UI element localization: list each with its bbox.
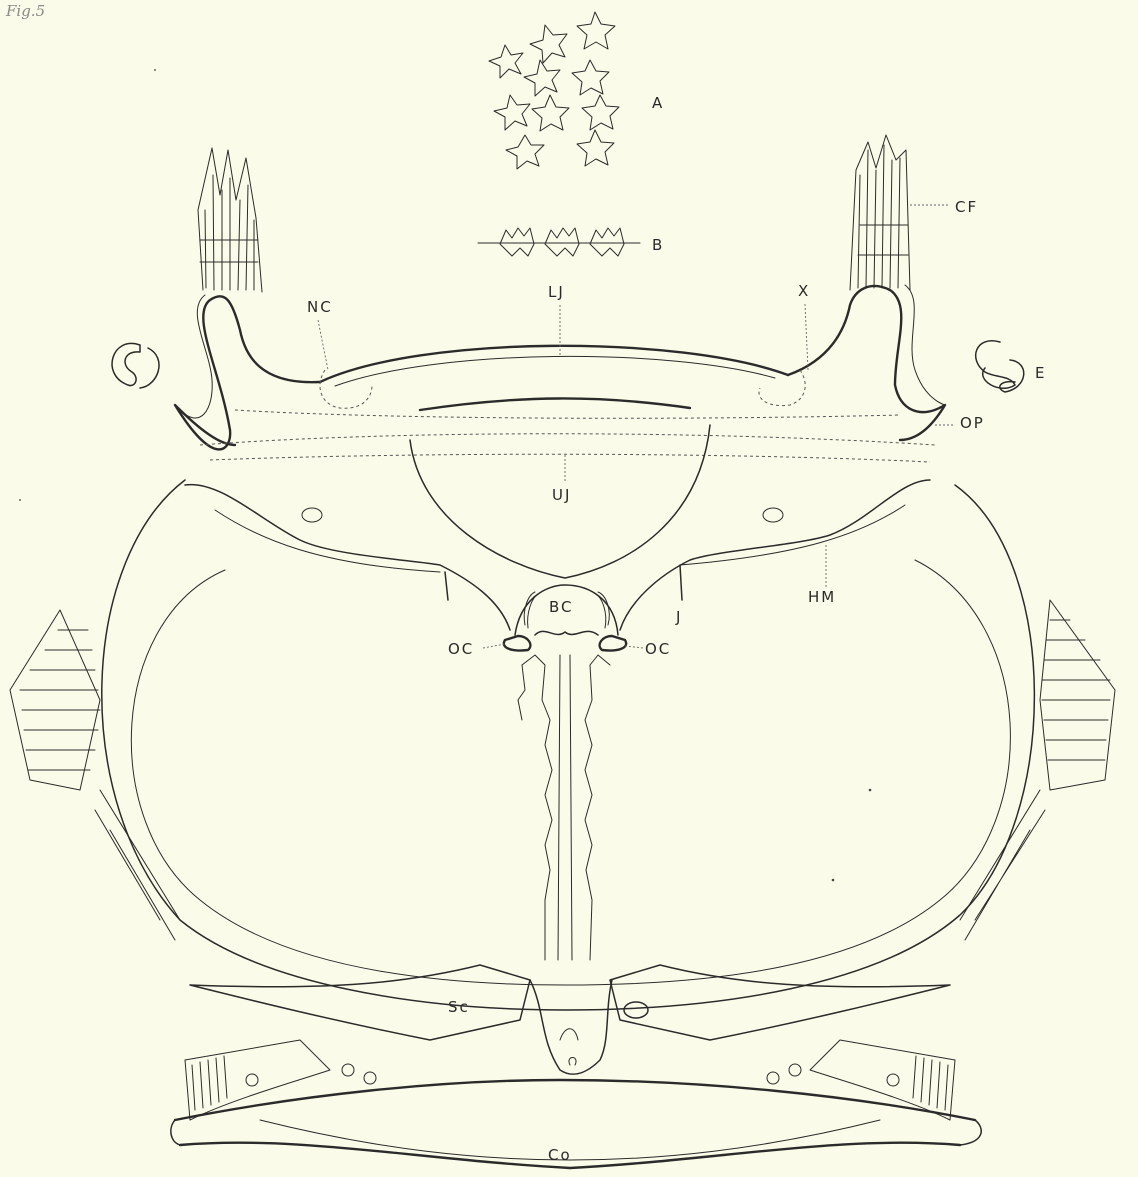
label-sc: Sc (448, 998, 470, 1016)
left-joint-line (445, 572, 448, 600)
stellate-scales-cluster (489, 12, 619, 169)
left-girdle-fan (185, 1040, 376, 1120)
oc-left-leader (483, 644, 505, 648)
left-cartilage-fibres (198, 148, 262, 292)
label-b: B (652, 236, 664, 254)
lower-jaw-lower-edge (420, 398, 690, 410)
right-cartilage-fibres (850, 135, 910, 290)
right-girdle-fan (767, 1040, 955, 1120)
girdle-notch (560, 1029, 578, 1040)
label-cf: CF (955, 198, 978, 216)
label-oc-right: OC (645, 640, 671, 658)
left-otolith-mark (112, 343, 159, 388)
central-girdle (530, 980, 612, 1074)
right-horn-outline (905, 285, 945, 405)
left-horn-process (175, 296, 320, 449)
left-nasal-capsule (320, 370, 372, 408)
label-oc-left: OC (448, 640, 474, 658)
dotted-guides (200, 410, 935, 462)
girdle-lower-notch (569, 1058, 576, 1066)
label-hm: HM (808, 588, 836, 606)
label-nc: NC (307, 298, 333, 316)
figure-number: Fig.5 (5, 2, 45, 20)
left-fin-rays (10, 610, 180, 940)
nc-leader (318, 320, 328, 370)
left-scapular-plate (190, 965, 530, 1040)
bc-hatch-right (596, 592, 609, 628)
right-coracoid-end (960, 1120, 981, 1145)
label-uj: UJ (552, 486, 571, 504)
right-plate-edge (680, 505, 905, 565)
right-opercular-plate (620, 480, 930, 630)
label-lj: LJ (548, 283, 565, 301)
lower-jaw-upper-edge (320, 346, 788, 382)
right-scapular-plate (610, 965, 950, 1040)
left-plate-edge (215, 510, 440, 572)
left-occipital-condyle (504, 636, 531, 651)
bc-hatch-left (524, 592, 538, 628)
body-outer-outline (102, 480, 1035, 1010)
right-foramen (763, 508, 783, 522)
left-horn-outline (180, 295, 212, 418)
joint-line (680, 565, 682, 600)
label-op: OP (960, 414, 985, 432)
right-otolith-mark (976, 341, 1024, 392)
condyle-notch (535, 631, 598, 635)
right-girdle-foramen (624, 1002, 648, 1018)
x-leader (805, 304, 808, 370)
vertebral-column (518, 655, 610, 960)
speck (832, 879, 835, 882)
lower-jaw-inner-line (335, 356, 775, 386)
label-j: J (675, 608, 682, 626)
label-co: Co (548, 1146, 572, 1164)
speck (869, 789, 872, 792)
speck (154, 69, 156, 71)
left-opercular-plate (185, 485, 510, 630)
oc-right-leader (625, 646, 643, 648)
speck (19, 499, 21, 501)
left-coracoid-end (171, 1120, 180, 1145)
label-x: X (798, 282, 810, 300)
right-occipital-condyle (600, 636, 627, 651)
label-a: A (652, 94, 664, 112)
label-e: E (1035, 364, 1046, 382)
left-foramen (302, 508, 322, 522)
scale-row (478, 228, 640, 256)
right-fin-rays (960, 600, 1115, 940)
coracoid-upper-bar (175, 1080, 975, 1120)
label-bc: BC (549, 598, 574, 616)
